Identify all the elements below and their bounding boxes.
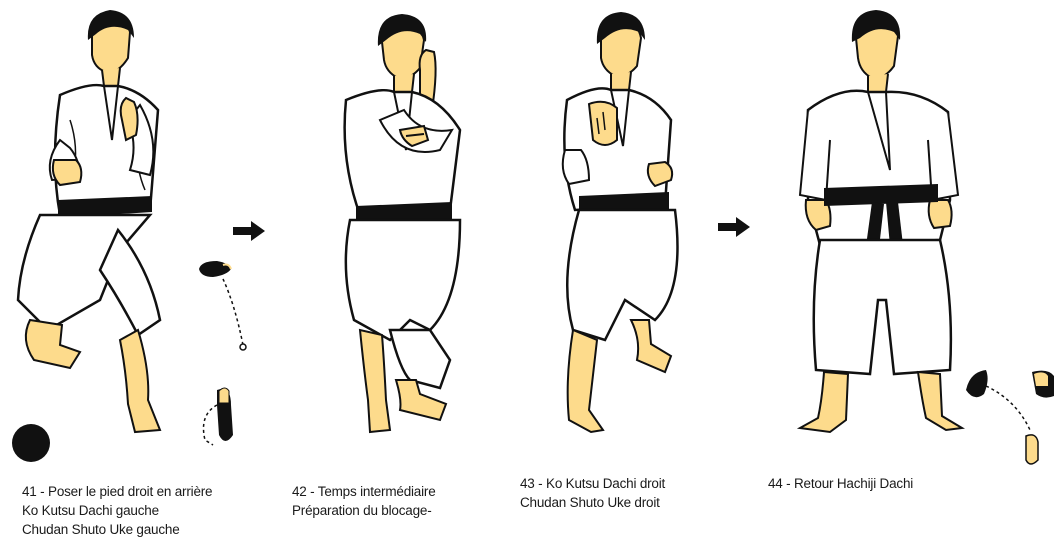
arrow-right-icon [716,216,752,238]
caption-line: Ko Kutsu Dachi gauche [22,501,212,520]
karateka-figure-41 [0,0,200,460]
figure-step-42 [320,0,500,460]
caption-line: 43 - Ko Kutsu Dachi droit [520,474,665,493]
caption-line: Chudan Shuto Uke gauche [22,520,212,539]
caption-step-43: 43 - Ko Kutsu Dachi droit Chudan Shuto U… [520,474,665,512]
caption-line: Chudan Shuto Uke droit [520,493,665,512]
caption-line: Préparation du blocage- [292,501,436,520]
caption-line: 42 - Temps intermédiaire [292,482,436,501]
caption-line: 41 - Poser le pied droit en arrière [22,482,212,501]
footprint-path-icon [195,255,270,455]
caption-step-42: 42 - Temps intermédiaire Préparation du … [292,482,436,520]
figure-step-44 [790,0,970,460]
figure-step-43 [545,0,715,460]
footprint-path-icon [960,360,1054,470]
arrow-right-icon [231,220,267,242]
karateka-figure-43 [545,0,715,460]
caption-step-41: 41 - Poser le pied droit en arrière Ko K… [22,482,212,539]
karateka-figure-44 [790,0,970,460]
caption-line: 44 - Retour Hachiji Dachi [768,474,913,493]
ground-marker-icon [10,422,52,464]
caption-step-44: 44 - Retour Hachiji Dachi [768,474,913,493]
figure-step-41 [0,0,200,460]
karateka-figure-42 [320,0,500,460]
